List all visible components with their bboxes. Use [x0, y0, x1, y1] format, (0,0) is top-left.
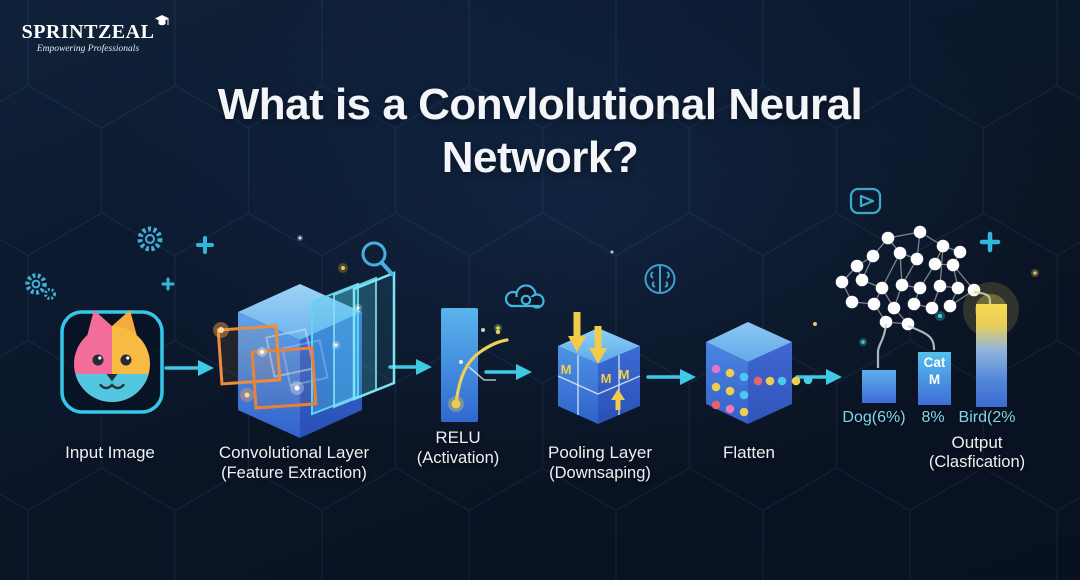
gear-icon-large: [137, 226, 163, 252]
feature-panel-3: [352, 271, 396, 401]
magnifier-icon: [361, 241, 394, 276]
title-line-2: Network?: [441, 132, 639, 182]
scatter-dots: [297, 235, 1039, 346]
graduation-cap-icon: [155, 15, 169, 26]
pooling-cube: M M M: [557, 312, 641, 424]
flatten-dot-grid: [711, 364, 749, 417]
pooling-grid-lines: [557, 355, 641, 415]
flatten-cube: [706, 322, 813, 424]
input-image-box: [60, 310, 164, 414]
page-title: What is a Convlolutional Neural Network?: [0, 79, 1080, 185]
flow-arrow-3: [484, 364, 532, 380]
flow-arrow-4: [646, 369, 696, 385]
logo: SPRINTZEAL Empowering Professionals: [13, 15, 169, 54]
class-bar-dog: [862, 370, 896, 403]
stage-sublabel-output: (Clasfication): [928, 453, 1026, 471]
bar-label-dog: Dog(6%): [842, 409, 906, 426]
cloud-icon: [504, 284, 545, 309]
pooling-cell-letter: M: [561, 362, 572, 377]
class-bar-cat: [918, 352, 951, 405]
pooling-downsample-arrows: [568, 312, 625, 410]
conv-layer-graphic: [213, 271, 396, 438]
stage-label-input: Input Image: [65, 443, 155, 462]
gear-icon-small: [25, 273, 56, 300]
flatten-vector-dots: [753, 375, 813, 386]
bar-label-bird: Bird(2%: [958, 409, 1016, 426]
title-line-1: What is a Convlolutional Neural: [217, 80, 863, 129]
relu-graphic: [441, 308, 509, 422]
cat-bar-text: Cat M: [918, 355, 951, 389]
stage-label-output: Output: [951, 433, 1003, 452]
logo-name: SPRINTZEAL: [21, 21, 155, 43]
flow-arrow-5: [795, 369, 842, 385]
plus-icons: [161, 231, 1001, 291]
stage-sublabel-conv: (Feature Extraction): [221, 464, 367, 482]
cat-bar-line-1: Cat: [923, 355, 946, 370]
pooling-cell-letter: M: [619, 367, 630, 382]
flow-arrow-1: [164, 360, 214, 376]
stage-label-pooling: Pooling Layer: [548, 443, 652, 462]
logo-tagline: Empowering Professionals: [36, 44, 140, 54]
stage-sublabel-relu: (Activation): [416, 449, 500, 467]
pooling-cell-letter: M: [601, 371, 612, 386]
class-bar-bird: [976, 304, 1007, 407]
brain-icon: [644, 264, 676, 294]
sparkles: [213, 304, 362, 402]
relu-pointer-line: [468, 366, 496, 381]
stage-label-relu: RELU: [435, 428, 481, 447]
stage-sublabel-pooling: (Downsaping): [549, 464, 651, 482]
bar-label-cat: 8%: [921, 409, 945, 426]
relu-curve: [454, 338, 509, 406]
stage-label-flatten: Flatten: [723, 443, 775, 462]
net-to-bar-connectors: [876, 290, 992, 368]
conv-kernel-2: [250, 346, 318, 410]
neural-net-nodes: [835, 225, 981, 331]
cat-bar-line-2: M: [928, 371, 941, 387]
conv-kernel-1: [216, 324, 282, 386]
play-icon: [849, 187, 882, 215]
stage-label-conv: Convolutional Layer: [218, 443, 370, 462]
flow-arrow-2: [388, 359, 432, 375]
feature-frame-2: [281, 339, 329, 387]
